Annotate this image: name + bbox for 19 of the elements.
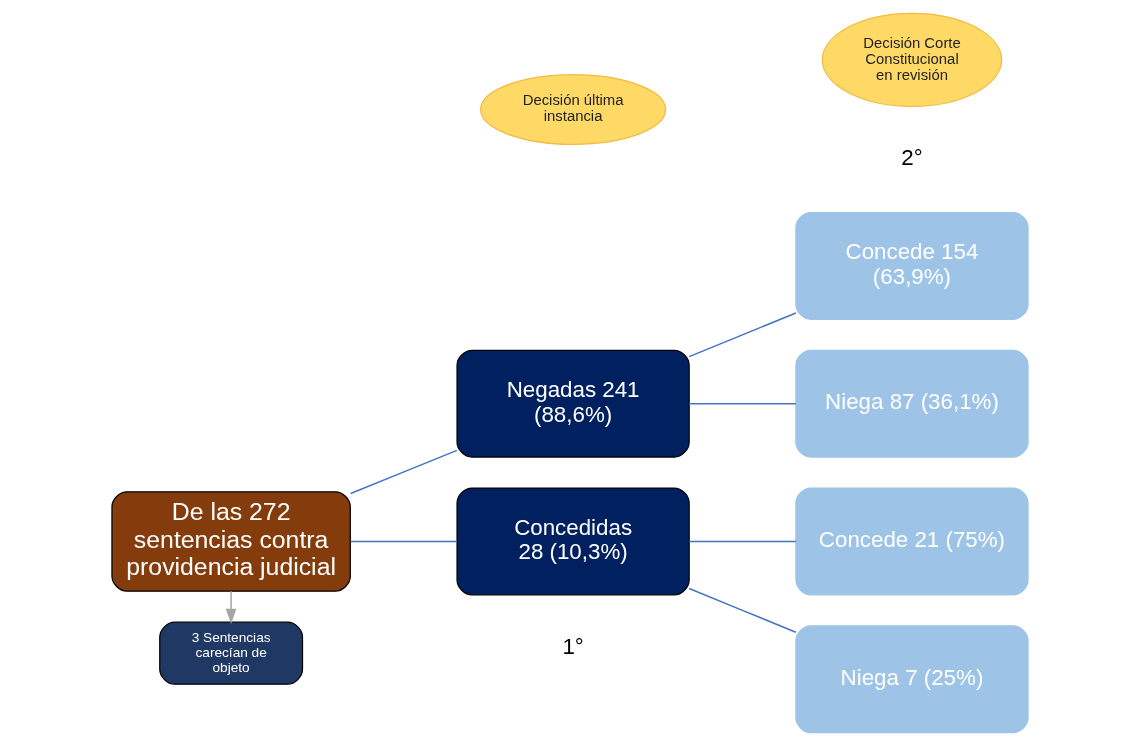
node-box: Concedidas 28 (10,3%) <box>456 487 690 596</box>
node-box: Negadas 241 (88,6%) <box>456 349 690 458</box>
node-ellipse: Decisión Corte Constitucional en revisión <box>821 12 1003 107</box>
node-ellipse: Decisión última instancia <box>480 74 667 145</box>
connector <box>349 449 458 495</box>
connector <box>688 587 797 633</box>
connector <box>349 540 458 543</box>
node-box: 3 Sentencias carecían de objeto <box>159 621 304 685</box>
node-box: Niega 7 (25%) <box>795 625 1029 734</box>
node-box: De las 272 sentencias contra providencia judicial <box>111 491 351 592</box>
connector <box>688 402 797 405</box>
node-box: Niega 87 (36,1%) <box>795 349 1029 458</box>
label: 2° <box>901 144 923 170</box>
node-box: Concede 154 (63,9%) <box>795 211 1029 320</box>
label: 1° <box>562 633 584 659</box>
arrow <box>225 590 237 625</box>
connector <box>688 540 797 543</box>
node-box: Concede 21 (75%) <box>795 487 1029 596</box>
connector <box>688 312 797 358</box>
